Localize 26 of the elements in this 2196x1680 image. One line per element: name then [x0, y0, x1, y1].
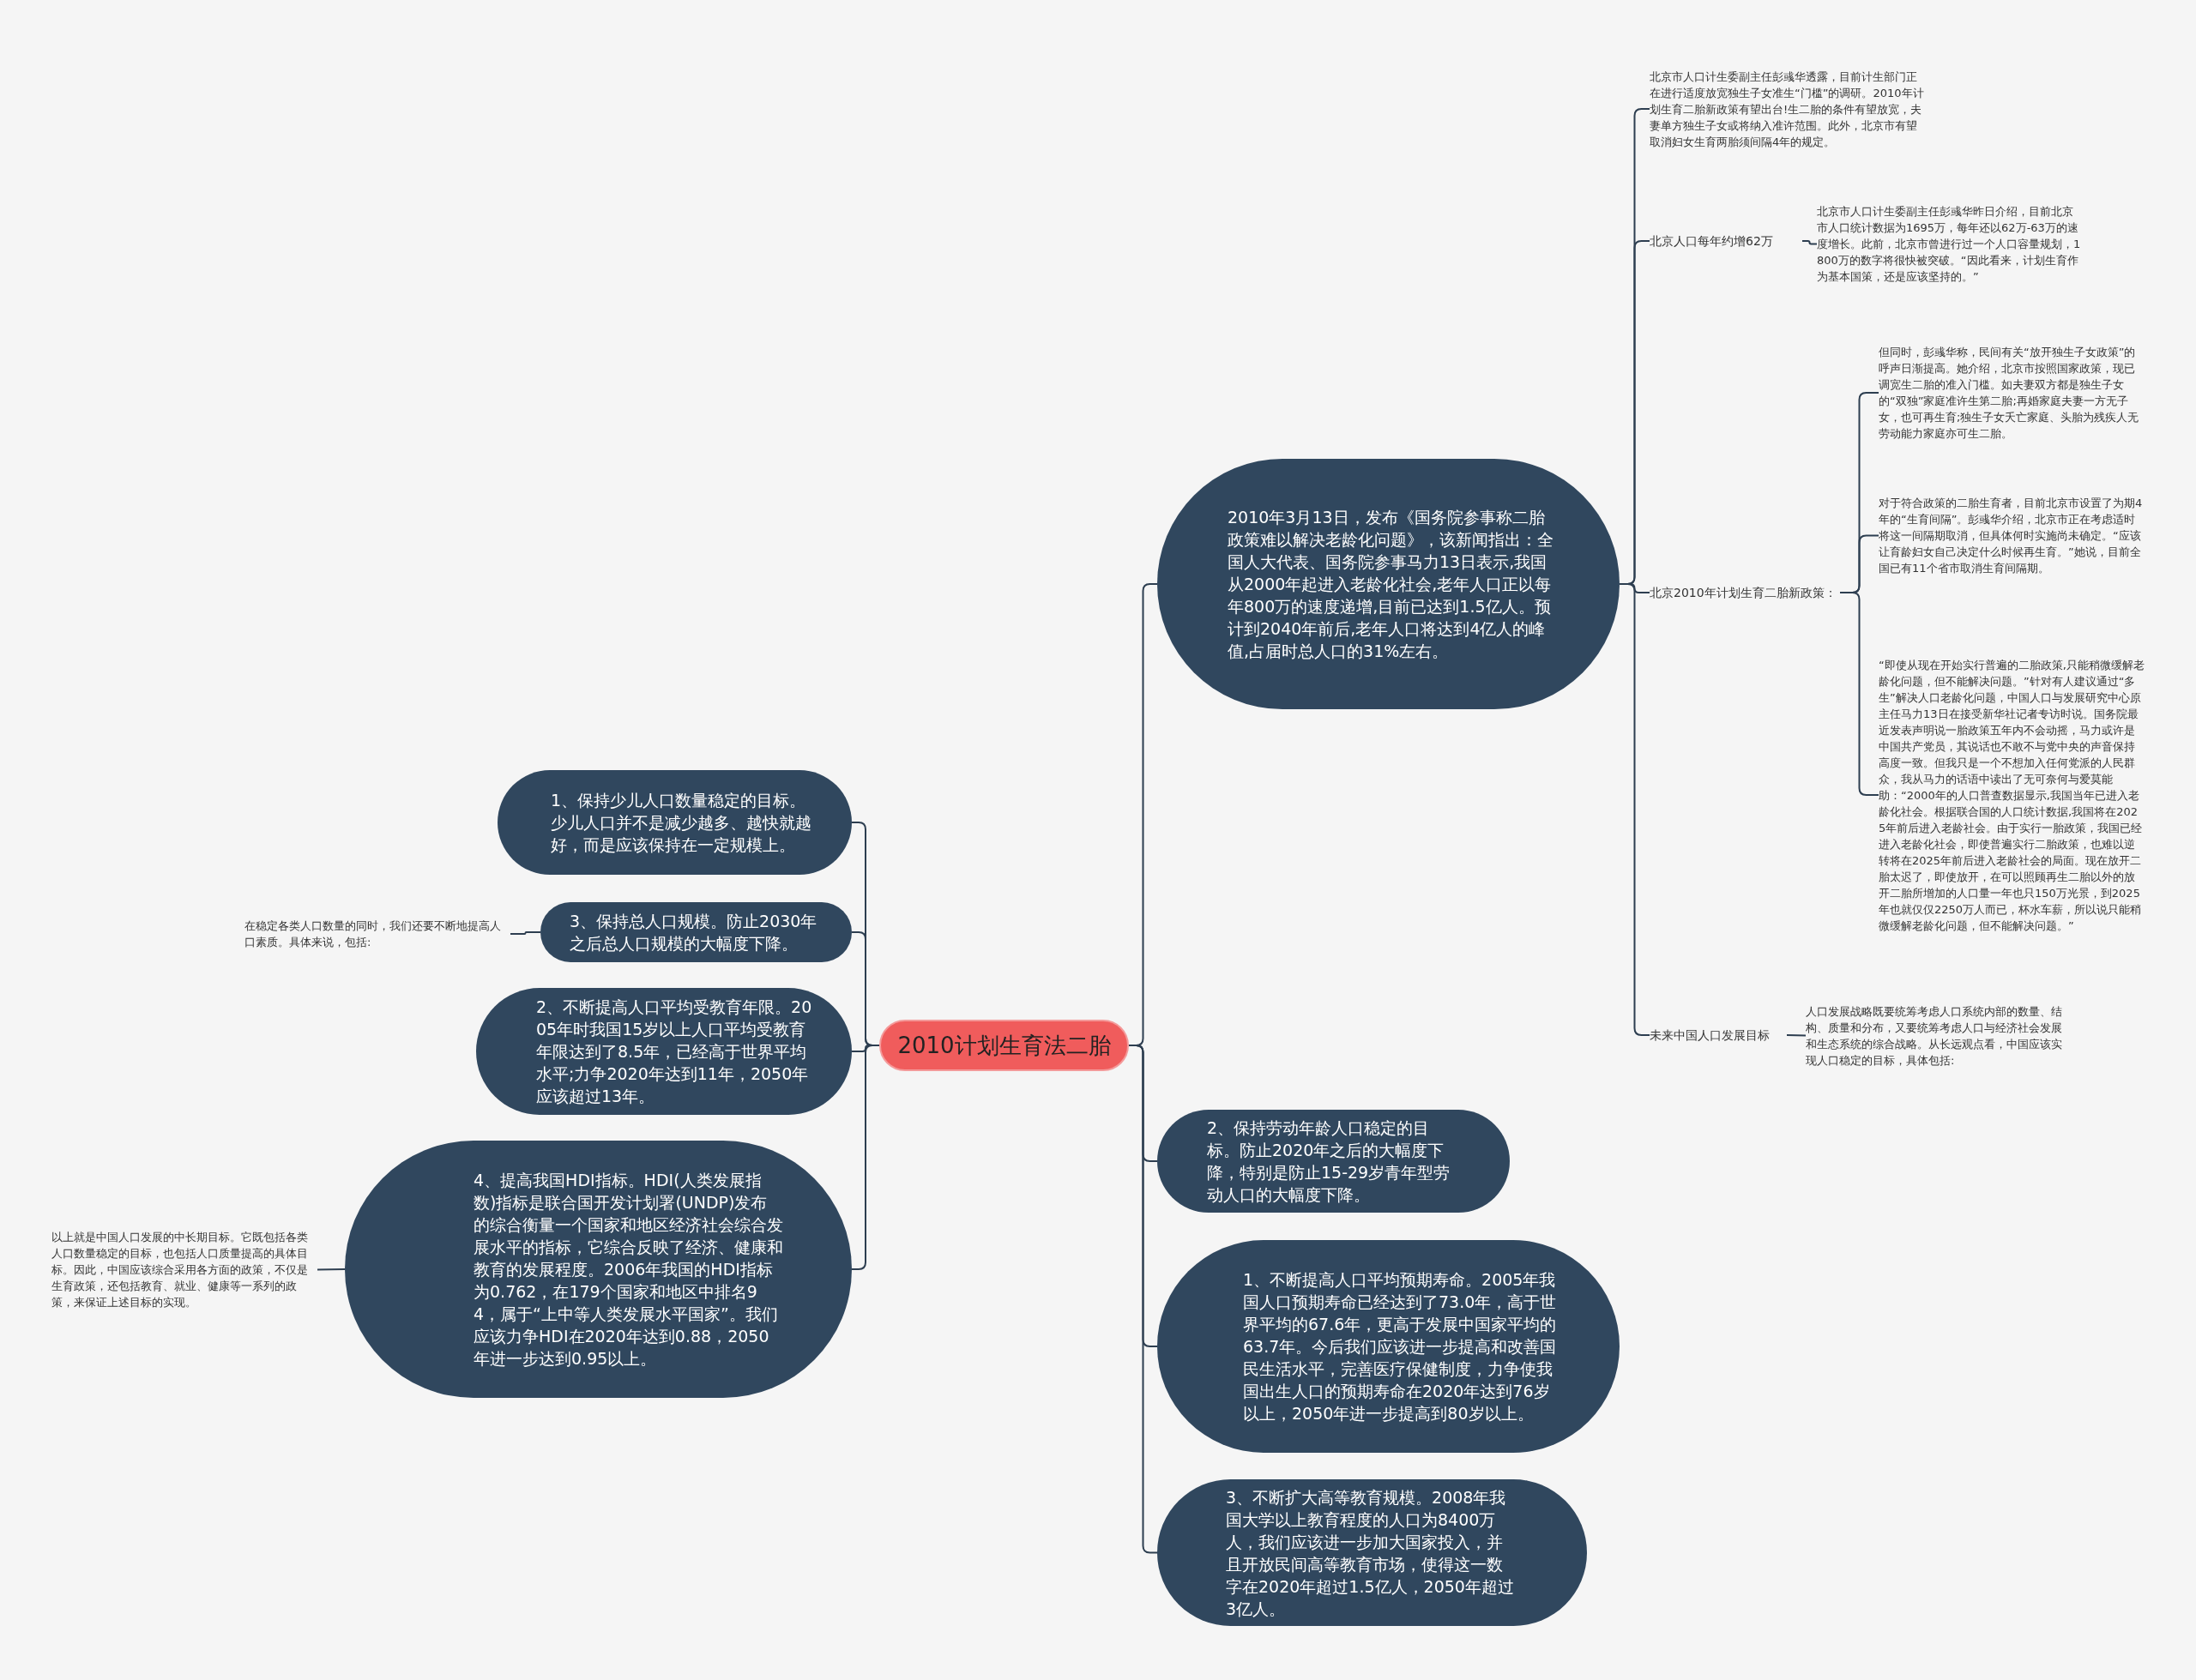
- topic-text: 4、提高我国HDI指标。HDI(人类发展指数)指标是联合国开发计划署(UNDP)发布的综合衡量一个国家和地区经济社会综合发展水平的指标，它综合反映了经济、健康和教育的发展程度。2006年我国的HDI指标为0.762，在179个国家和地区中排名94，属于“上中等人类发展水平国家”。我们应该力争HDI在2020年达到0.88，2050年进一步达到0.95以上。: [474, 1170, 783, 1370]
- branch-label: 北京2010年计划生育二胎新政策：: [1650, 580, 1840, 605]
- note-text: 对于符合政策的二胎生育者，目前北京市设置了为期4年的“生育间隔”。彭彧华介绍，北京市正在考虑适时将这一间隔期取消，但具体何时实施尚未确定。“应该让育龄妇女自己决定什么时候再生育。”她说，目前全国已有11个省市取消生育间隔期。: [1879, 482, 2145, 589]
- connector-line: [510, 931, 541, 935]
- note-text: 北京市人口计生委副主任彭彧华昨日介绍，目前北京市人口统计数据为1695万，每年还以62万-63万的速度增长。此前，北京市曾进行过一个人口容量规划，1800万的数字将很快被突破。“因此看来，计划生育作为基本国策，还是应该坚持的。”: [1817, 190, 2083, 298]
- note-text: 北京市人口计生委副主任彭彧华透露，目前计生部门正在进行适度放宽独生子女准生“门槛”的调研。2010年计划生育二胎新政策有望出台!生二胎的条件有望放宽，夫妻单方独生子女或将纳入准许范围。此外，北京市有望取消妇女生育两胎须间隔4年的规定。: [1650, 53, 1924, 165]
- note-text: “即使从现在开始实行普遍的二胎政策,只能稍微缓解老龄化问题，但不能解决问题。”针对有人建议通过“多生”解决人口老龄化问题，中国人口与发展研究中心原主任马力13日在接受新华社记者专访时说。国务院最近发表声明说一胎政策五年内不会动摇，马力或许是中国共产党员，其说话也不敢不与党中央的声音保持高度一致。但我只是一个不想加入任何党派的人民群众，我从马力的话语中读出了无可奈何与爱莫能助：“2000年的人口普查数据显示,我国当年已进入老龄化社会。根据联合国的人口统计数据,我国将在2025年前后进入老龄社会。由于实行一胎政策，我国已经进入老龄化社会，即使普遍实行二胎政策，也难以逆转将在2025年前后进入老龄社会的局面。现在放开二胎太迟了，即使放开，在可以照顾再生二胎以外的放开二胎所增加的人口量一年也只150万光景，到2025年也就仅仅2250万人而已，杯水车薪，所以说只能稍微缓解老龄化问题，但不能解决问题。”: [1879, 619, 2145, 971]
- topic-text: 1、保持少儿人口数量稳定的目标。少儿人口并不是减少越多、越快就越好，而是应该保持在一定规模上。: [551, 790, 812, 856]
- connector-line: [1801, 240, 1818, 245]
- note-text: 人口发展战略既要统筹考虑人口系统内部的数量、结构、质量和分布，又要统筹考虑人口与经济社会发展和生态系统的综合战略。从长远观点看，中国应该实现人口稳定的目标，具体包括:: [1806, 991, 2072, 1081]
- topic-text: 3、保持总人口规模。防止2030年之后总人口规模的大幅度下降。: [570, 911, 818, 954]
- connector-line: [317, 1268, 346, 1271]
- topic-text: 2、不断提高人口平均受教育年限。2005年时我国15岁以上人口平均受教育年限达到了8.5年，已经高于世界平均水平;力争2020年达到11年，2050年应该超过13年。: [536, 997, 813, 1107]
- topic-text: 2010计划生育法二胎: [897, 1031, 1111, 1060]
- note-text: 但同时，彭彧华称，民间有关“放开独生子女政策”的呼声日渐提高。她介绍，北京市按照国家政策，现已调宽生二胎的准入门槛。如夫妻双方都是独生子女的“双独”家庭准许生第二胎;再婚家庭夫妻一方无子女，也可再生育;独生子女夭亡家庭、头胎为残疾人无劳动能力家庭亦可生二胎。: [1879, 333, 2145, 453]
- note-text: 以上就是中国人口发展的中长期目标。它既包括各类人口数量稳定的目标，也包括人口质量提高的具体目标。因此，中国应该综合采用各方面的政策，不仅是生育政策，还包括教育、就业、健康等一系列的政策，来保证上述目标的实现。: [51, 1216, 317, 1323]
- note-text: 在稳定各类人口数量的同时，我们还要不断地提高人口素质。具体来说，包括:: [244, 913, 510, 954]
- branch-label: 北京人口每年约增62万: [1650, 228, 1802, 254]
- topic-text: 1、不断提高人口平均预期寿命。2005年我国人口预期寿命已经达到了73.0年，高于世界平均的67.6年，更高于发展中国家平均的63.7年。今后我们应该进一步提高和改善国民生活水平，完善医疗保健制度，力争使我国出生人口的预期寿命在2020年达到76岁以上，2050年进一步提高到80岁以上。: [1243, 1269, 1558, 1424]
- connector-line: [851, 1045, 880, 1270]
- topic-text: 2、保持劳动年龄人口稳定的目标。防止2020年之后的大幅度下降，特别是防止15-29岁青年型劳动人口的大幅度下降。: [1207, 1117, 1451, 1206]
- central-topic: [879, 1020, 1129, 1071]
- topic-text: 2010年3月13日，发布《国务院参事称二胎政策难以解决老龄化问题》，该新闻指出：全国人大代表、国务院参事马力13日表示,我国从2000年起进入老龄化社会,老年人口正以每年800万的速度递增,目前已达到1.5亿人。预计到2040年前后,老年人口将达到4亿人的峰值,占届时总人口的31%左右。: [1228, 507, 1554, 662]
- connector-line: [1786, 1034, 1807, 1037]
- topic-text: 3、不断扩大高等教育规模。2008年我国大学以上教育程度的人口为8400万人，我们应该进一步加大国家投入，并且开放民间高等教育市场，使得这一数字在2020年超过1.5亿人，2050年超过3亿人。: [1226, 1486, 1515, 1620]
- branch-label: 未来中国人口发展目标: [1650, 1022, 1787, 1048]
